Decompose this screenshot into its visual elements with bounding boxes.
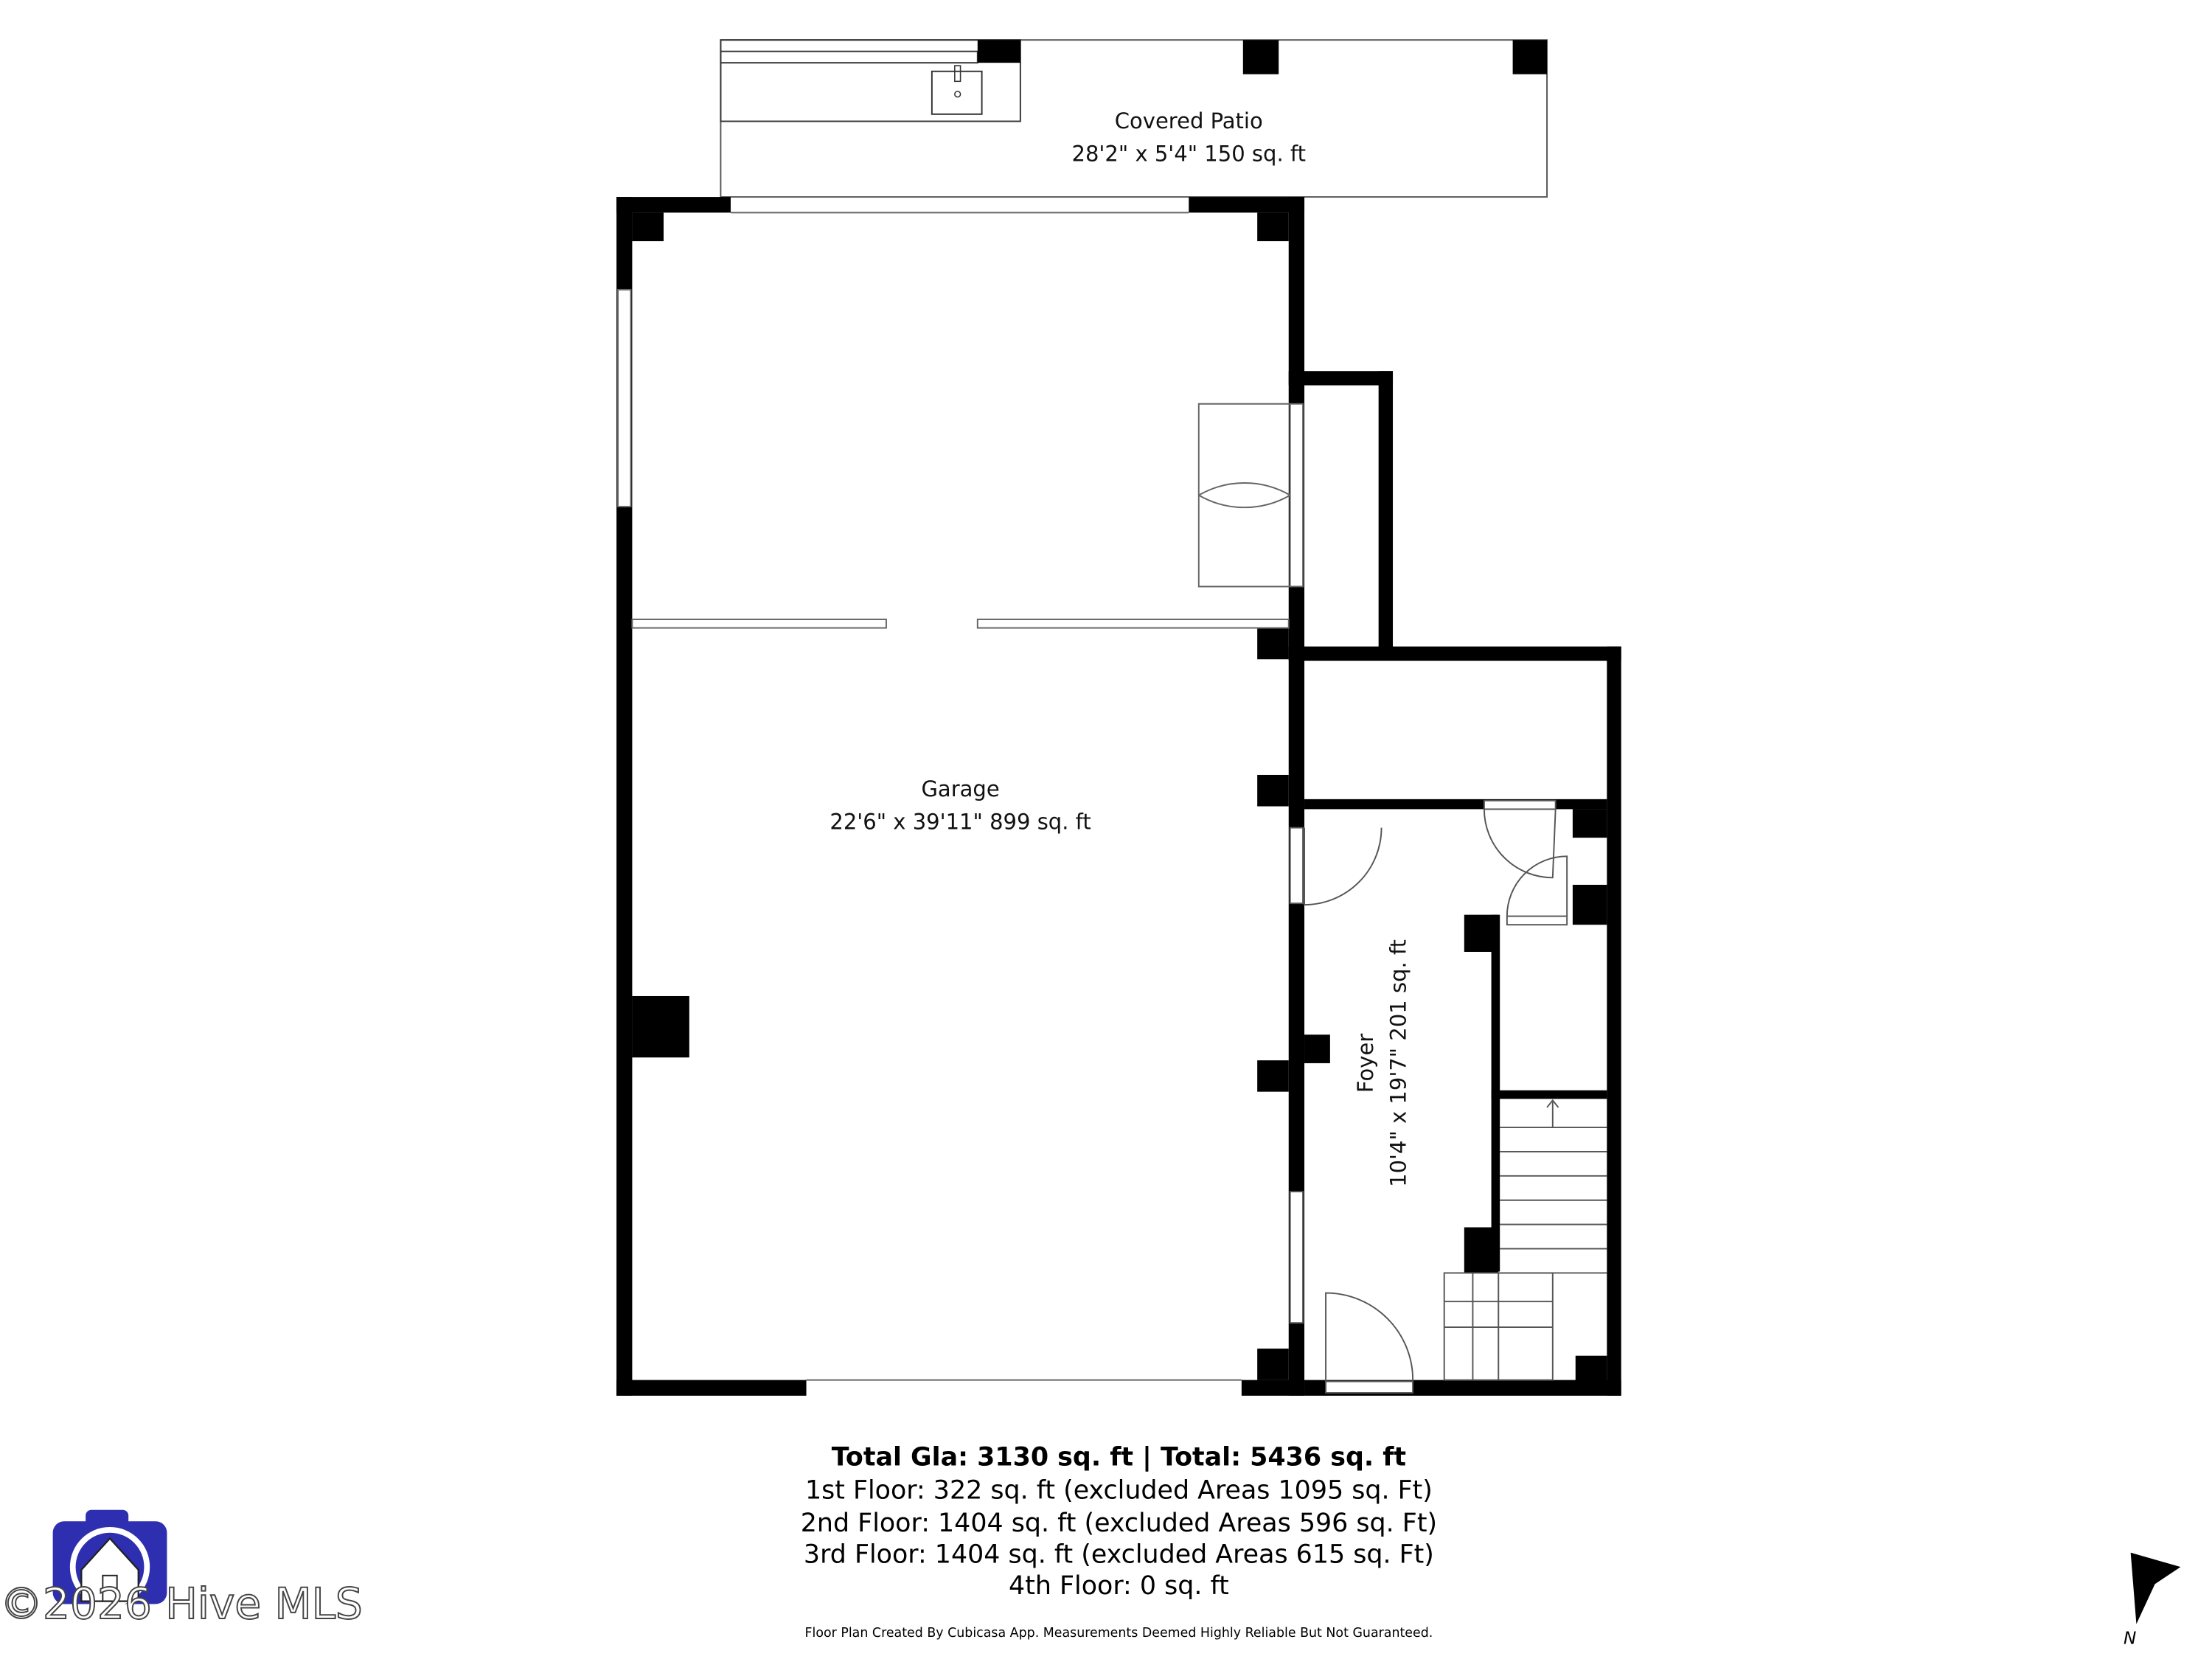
patio-name: Covered Patio <box>1115 108 1263 133</box>
summary-floor-2: 2nd Floor: 1404 sq. ft (excluded Areas 5… <box>801 1509 1437 1538</box>
north-arrow-icon: N <box>2124 1552 2181 1649</box>
east-rooms-walls <box>1288 371 1621 1396</box>
east-rooms-details <box>1289 799 1607 1394</box>
foyer-label: Foyer 10'4" x 19'7" 201 sq. ft <box>1353 939 1411 1187</box>
covered-patio: Covered Patio 28'2" x 5'4" 150 sq. ft <box>720 39 1548 198</box>
summary-floor-3: 3rd Floor: 1404 sq. ft (excluded Areas 6… <box>804 1540 1434 1569</box>
compass-label: N <box>2124 1629 2136 1649</box>
garage-dims: 22'6" x 39'11" 899 sq. ft <box>830 810 1091 835</box>
foyer-dims: 10'4" x 19'7" 201 sq. ft <box>1385 939 1411 1187</box>
camera-house-logo-icon <box>52 1509 167 1607</box>
summary-floor-4: 4th Floor: 0 sq. ft <box>1009 1571 1229 1601</box>
summary-total: Total Gla: 3130 sq. ft | Total: 5436 sq.… <box>832 1443 1406 1472</box>
sink-icon <box>931 70 983 115</box>
disclaimer: Floor Plan Created By Cubicasa App. Meas… <box>805 1626 1433 1641</box>
foyer-name: Foyer <box>1353 1034 1378 1093</box>
garage-openings <box>617 212 1304 1381</box>
watermark: ©2026 Hive MLS <box>0 1579 363 1629</box>
patio-dims: 28'2" x 5'4" 150 sq. ft <box>1072 142 1306 167</box>
summary-floor-1: 1st Floor: 322 sq. ft (excluded Areas 10… <box>805 1475 1433 1505</box>
stairs <box>1443 1099 1607 1381</box>
garage-name: Garage <box>921 776 999 801</box>
